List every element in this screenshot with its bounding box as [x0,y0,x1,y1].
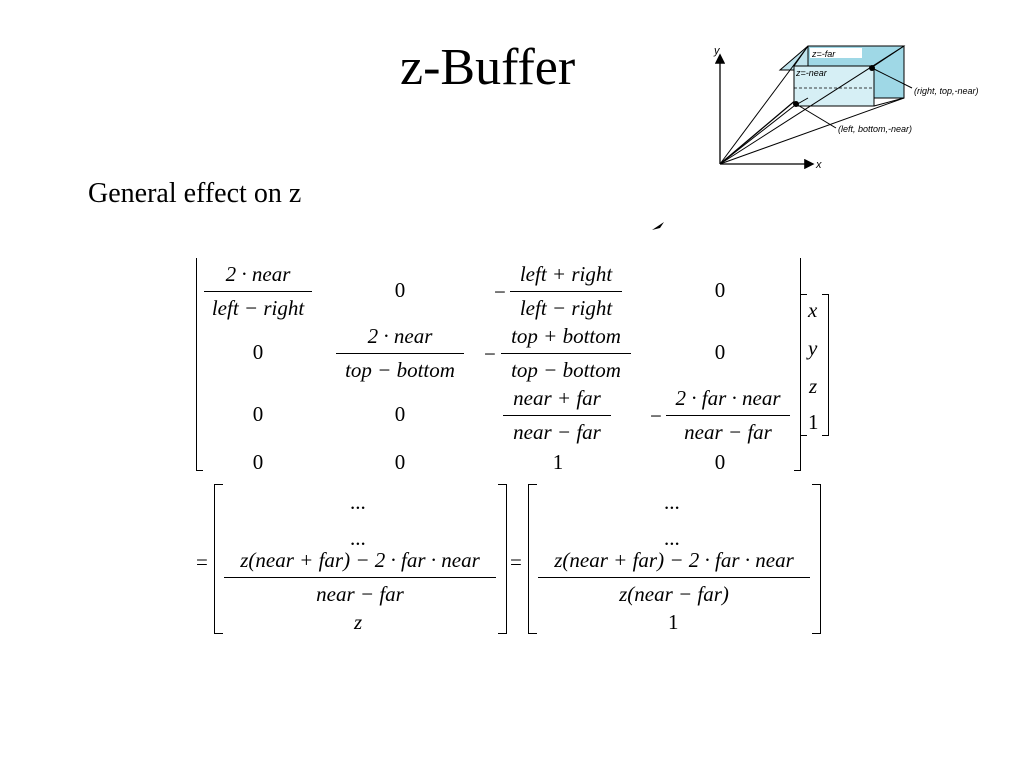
m42: 0 [394,450,406,474]
frustum-diagram: y x z z=-far z=-near (right, top,-near) … [713,45,979,171]
far-plane-label: z=-far [811,49,836,59]
result2-row4: 1 [668,610,679,634]
vector-x: x [808,298,818,322]
result2-left-bracket [528,484,537,634]
m43: 1 [552,450,564,474]
m24: 0 [714,340,726,364]
slide-title: z-Buffer [400,39,576,96]
m34-sign: − [650,404,662,428]
m44: 0 [714,450,726,474]
corner-top-label: (right, top,-near) [914,86,979,96]
result1-row4: z [354,610,363,634]
m23-sign: − [484,342,496,366]
near-plane-label: z=-near [795,68,828,78]
axis-x-label: x [815,159,822,171]
m21: 0 [252,340,264,364]
vector-y: y [808,336,818,360]
m12: 0 [394,278,406,302]
equals-2: = [510,550,522,574]
vector-one: 1 [808,410,819,434]
vector-right-bracket [822,294,829,436]
matrix-left-foot [196,258,203,471]
result2-row2: ... [664,526,680,550]
result2-row1: ... [664,490,680,514]
vector-z: z [809,374,818,398]
subtitle: General effect on z [88,178,302,209]
result1-left-bracket [214,484,223,634]
vector-left-bracket [800,294,807,436]
result2-right-bracket [812,484,821,634]
m14: 0 [714,278,726,302]
axis-y-label: y [713,45,721,57]
m13-sign: − [494,280,506,304]
result1-row1: ... [350,490,366,514]
equals-1: = [196,550,208,574]
m41: 0 [252,450,264,474]
corner-bottom-label: (left, bottom,-near) [838,124,912,134]
result1-row2: ... [350,526,366,550]
result1-right-bracket [498,484,507,634]
z-arrow-icon [652,222,664,230]
m31: 0 [252,402,264,426]
m32: 0 [394,402,406,426]
